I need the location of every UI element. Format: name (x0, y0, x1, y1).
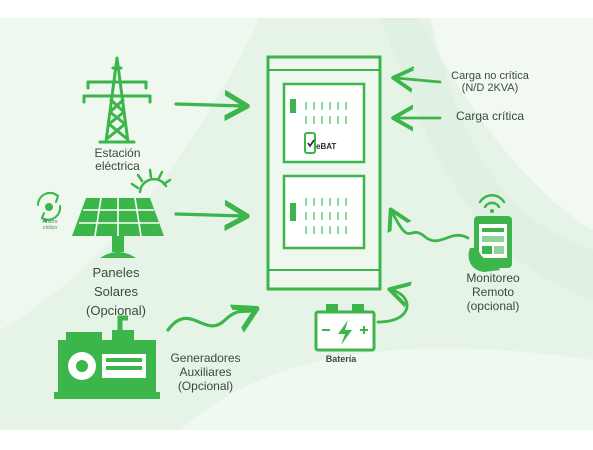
battery-icon (314, 304, 376, 352)
label-monitoreo-line3: (opcional) (466, 298, 520, 313)
label-generadores: Generadores Auxiliares (Opcional) (158, 351, 253, 393)
label-bateria: Batería (325, 354, 357, 364)
label-generadores-line1: Generadores (170, 351, 241, 365)
label-monitoreo-line2: Remoto (471, 284, 515, 299)
label-carga-nc-line1: Carga no crítica (451, 70, 529, 82)
smartphone-icon (468, 216, 512, 272)
generator-icon (54, 315, 160, 399)
label-paneles-solares: Paneles Solares (Opcional) (66, 264, 166, 321)
arrow-grid-to-cabinet (174, 104, 244, 106)
label-generadores-line2: Auxiliares (179, 364, 232, 379)
label-generadores-line3: (Opcional) (177, 378, 234, 393)
transmission-tower-icon (82, 56, 152, 144)
ebat-cabinet-icon (266, 55, 382, 291)
label-ahorro-line2: cíclico (43, 224, 57, 231)
label-carga-critica: Carga crítica (455, 109, 525, 123)
label-monitoreo-line1: Monitoreo (466, 271, 520, 285)
label-estacion-line2: eléctrica (95, 159, 140, 174)
label-ahorro-line1: Ahorro (42, 219, 58, 225)
arrow-monitor-to-cabinet (392, 212, 470, 243)
wifi-signal-icon (478, 193, 506, 213)
label-paneles-line3: (Opcional) (86, 302, 146, 318)
label-ebat-brand: eBAT (316, 142, 337, 151)
label-paneles-line2: Solares (93, 283, 139, 299)
output-arrows (376, 78, 470, 324)
ebat-logo-icon (304, 132, 316, 154)
arrow-to-noncritical-load (396, 78, 442, 82)
label-estacion-line1: Estación (94, 146, 141, 160)
label-monitoreo-remoto: Monitoreo Remoto (opcional) (448, 271, 538, 313)
label-carga-no-critica: Carga no crítica (N/D 2KVA) (425, 70, 555, 94)
arrow-solar-to-cabinet (174, 214, 244, 216)
input-arrows (166, 104, 254, 330)
arrow-generator-to-cabinet (166, 310, 254, 330)
solar-panel-icon (72, 197, 164, 258)
arrow-battery-to-cabinet (376, 290, 407, 324)
recycle-icon (36, 191, 62, 222)
label-carga-nc-line2: (N/D 2KVA) (461, 82, 519, 95)
label-ahorro-ciclico: Ahorro cíclico (30, 219, 70, 231)
sun-icon (130, 168, 172, 194)
label-estacion-electrica: Estación eléctrica (70, 146, 165, 174)
label-paneles-line1: Paneles (92, 265, 140, 280)
